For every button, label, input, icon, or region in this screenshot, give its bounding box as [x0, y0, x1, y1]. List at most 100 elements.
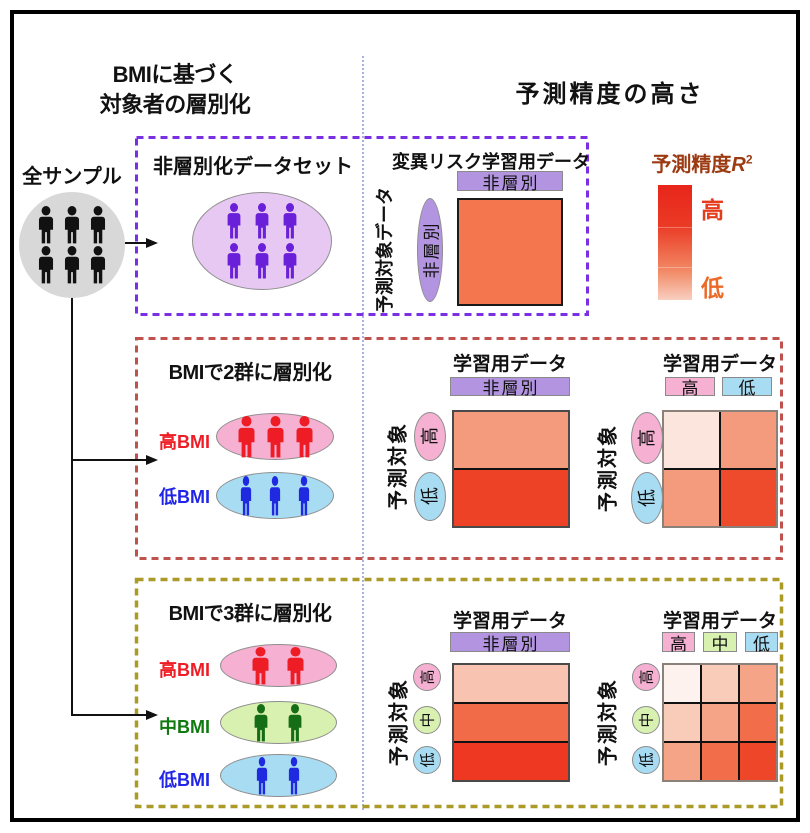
person-icon: [87, 246, 109, 284]
panel1-people: [216, 197, 308, 285]
panel1-title: 非層別化データセット: [153, 156, 353, 178]
heatmap-cell: [664, 665, 700, 702]
heatmap-cell: [664, 704, 700, 741]
outer-frame: [10, 10, 800, 822]
panel3-group2-ellipse: [220, 701, 337, 744]
person-icon: [61, 246, 83, 284]
panel2-strat-title: 学習用データ: [662, 354, 777, 375]
person-icon: [292, 416, 317, 458]
heatmap-cell: [740, 665, 776, 702]
heatmap-cell: [740, 743, 776, 780]
person-icon: [280, 243, 300, 279]
panel1-target-row-header: 非層別: [417, 198, 443, 302]
right-section-title: 予測精度の高さ: [515, 81, 705, 108]
panel3-strat-col2-header: 中: [703, 632, 737, 654]
person-icon: [87, 206, 109, 244]
heatmap-cell: [702, 743, 738, 780]
panel3-group3-people: [240, 756, 316, 795]
heatmap-cell: [454, 412, 568, 468]
heatmap-cell: [702, 665, 738, 702]
panel3-unstrat-row2-header: 中: [413, 706, 441, 734]
panel1-heatmap-cell: [457, 198, 563, 306]
heatmap-cell: [740, 704, 776, 741]
heatmap-cell: [454, 665, 568, 702]
person-icon: [252, 203, 272, 239]
person-icon: [224, 203, 244, 239]
panel2-unstrat-title: 学習用データ: [452, 354, 567, 375]
panel2-unstrat-row2-header: 低: [414, 472, 446, 521]
left-section-title: BMIに基づく 対象者の層別化: [99, 62, 251, 117]
panel1-train-col-header: 非層別: [457, 171, 563, 193]
panel3-group2-people: [240, 703, 316, 742]
person-icon: [252, 243, 272, 279]
panel2-unstrat-col-header: 非層別: [450, 377, 570, 398]
panel2-strat-row-axis: 予測対象: [597, 424, 620, 512]
legend-gradient-bar: [658, 185, 692, 300]
panel3-strat-col1-header: 高: [662, 632, 695, 654]
person-icon: [296, 476, 312, 516]
person-icon: [285, 704, 305, 742]
heatmap-cell: [664, 743, 700, 780]
panel2-strat-col2-header: 低: [722, 377, 772, 398]
panel2-strat-heatmap: [662, 410, 778, 528]
panel3-group1-label: 高BMI: [159, 660, 210, 680]
person-icon: [224, 243, 244, 279]
panel3-group2-label: 中BMI: [159, 717, 210, 737]
person-icon: [251, 704, 271, 742]
sample-people: [28, 197, 116, 293]
heatmap-cell: [454, 704, 568, 741]
panel3-group1-ellipse: [220, 644, 337, 687]
panel2-unstrat-row1-header: 高: [414, 412, 446, 461]
panel3-unstrat-title: 学習用データ: [452, 611, 567, 632]
person-icon: [254, 757, 270, 795]
panel2-group2-label: 低BMI: [159, 487, 210, 507]
panel3-group3-ellipse: [220, 754, 337, 797]
panel2-strat-row2-header: 低: [631, 472, 663, 524]
panel3-unstrat-row1-header: 高: [413, 663, 441, 691]
panel2-strat-col1-header: 高: [665, 377, 715, 398]
panel1-row-axis-label: 予測対象データ: [375, 187, 395, 313]
person-icon: [248, 647, 273, 685]
legend-low-label: 低: [701, 275, 724, 301]
person-icon: [61, 206, 83, 244]
panel3-strat-row-axis: 予測対象: [597, 678, 620, 766]
heatmap-cell: [721, 412, 776, 468]
person-icon: [35, 206, 57, 244]
person-icon: [267, 476, 283, 516]
panel3-strat-row2-header: 中: [632, 706, 660, 734]
heatmap-cell: [664, 412, 719, 468]
panel3-group3-label: 低BMI: [159, 770, 210, 790]
panel3-strat-title: 学習用データ: [662, 611, 777, 632]
panel3-strat-row1-header: 高: [632, 663, 660, 691]
legend-title: 予測精度R2: [651, 152, 753, 176]
panel3-group1-people: [240, 646, 316, 685]
panel3-strat-heatmap: [662, 663, 778, 782]
panel2-group1-label: 高BMI: [159, 432, 210, 452]
person-icon: [263, 416, 288, 458]
heatmap-cell: [664, 470, 719, 526]
panel1-matrix-title: 変異リスク学習用データ: [392, 152, 590, 172]
heatmap-cell: [702, 704, 738, 741]
panel3-unstrat-row-axis: 予測対象: [388, 678, 411, 766]
panel3-unstrat-row3-header: 低: [413, 746, 441, 774]
heatmap-cell: [454, 743, 568, 780]
person-icon: [286, 757, 302, 795]
panel3-strat-col3-header: 低: [745, 632, 778, 654]
panel2-group1-people: [222, 414, 328, 459]
panel3-unstrat-col-header: 非層別: [450, 632, 570, 654]
person-icon: [234, 416, 259, 458]
panel2-unstrat-heatmap: [452, 410, 570, 528]
person-icon: [35, 246, 57, 284]
panel2-group2-people: [222, 474, 328, 517]
person-icon: [283, 647, 308, 685]
heatmap-cell: [454, 470, 568, 526]
panel3-unstrat-heatmap: [452, 663, 570, 782]
panel2-unstrat-row-axis: 予測対象: [387, 422, 410, 510]
person-icon: [238, 476, 254, 516]
legend-high-label: 高: [701, 197, 724, 223]
panel2-strat-row1-header: 高: [631, 412, 663, 464]
person-icon: [280, 203, 300, 239]
heatmap-cell: [721, 470, 776, 526]
panel3-title: BMIで3群に層別化: [168, 603, 332, 625]
